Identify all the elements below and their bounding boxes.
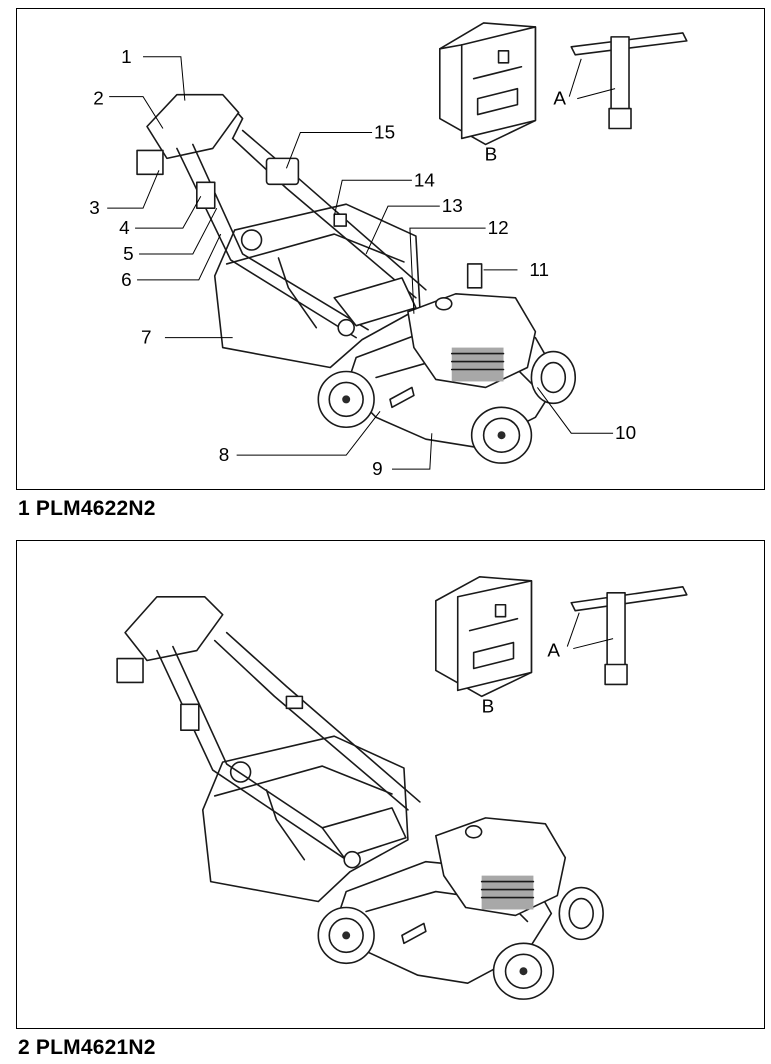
callout-leader-lines xyxy=(107,56,614,470)
front-wheel-far xyxy=(530,350,577,405)
front-wheel xyxy=(492,942,555,1000)
mulching-plug-illustration xyxy=(435,576,533,698)
figure-2-number: 2 xyxy=(18,1036,30,1059)
callout-10: 10 xyxy=(615,423,636,444)
callout-8: 8 xyxy=(219,445,230,466)
callout-6: 6 xyxy=(121,270,132,291)
spark-plug-wrench-illustration xyxy=(566,586,688,686)
front-wheel-far xyxy=(558,886,604,941)
callout-12: 12 xyxy=(488,218,509,239)
figure-1-number: 1 xyxy=(18,497,30,520)
figure-1-panel: A B xyxy=(16,8,765,490)
lawn-mower-diagram-2: A B xyxy=(116,576,688,1000)
callout-2: 2 xyxy=(93,89,104,110)
lawn-mower-illustration xyxy=(116,595,604,1000)
callout-4: 4 xyxy=(119,218,130,239)
front-wheel xyxy=(470,406,533,464)
lawn-mower-illustration xyxy=(136,93,577,464)
callout-7: 7 xyxy=(141,328,152,349)
accessory-label-b: B xyxy=(485,144,498,165)
mulching-plug-illustration xyxy=(438,22,537,146)
lawn-mower-diagram-1: A B xyxy=(89,22,688,480)
callout-3: 3 xyxy=(89,198,100,219)
rear-wheel xyxy=(317,906,375,965)
figure-1-model: PLM4622N2 xyxy=(35,497,156,520)
callout-9: 9 xyxy=(372,459,383,480)
accessory-label-a: A xyxy=(553,89,566,110)
figure-2-model: PLM4621N2 xyxy=(35,1036,156,1059)
callout-5: 5 xyxy=(123,244,134,265)
spark-plug-wrench-illustration xyxy=(568,32,688,130)
callout-11: 11 xyxy=(529,260,549,281)
figure-2-panel: A B xyxy=(16,540,765,1029)
accessory-label-a: A xyxy=(547,641,560,662)
rear-wheel xyxy=(317,370,375,429)
callout-13: 13 xyxy=(442,196,463,217)
callout-15: 15 xyxy=(374,122,395,143)
callout-14: 14 xyxy=(414,170,435,191)
accessory-label-b: B xyxy=(482,696,495,717)
callout-1: 1 xyxy=(121,47,132,68)
